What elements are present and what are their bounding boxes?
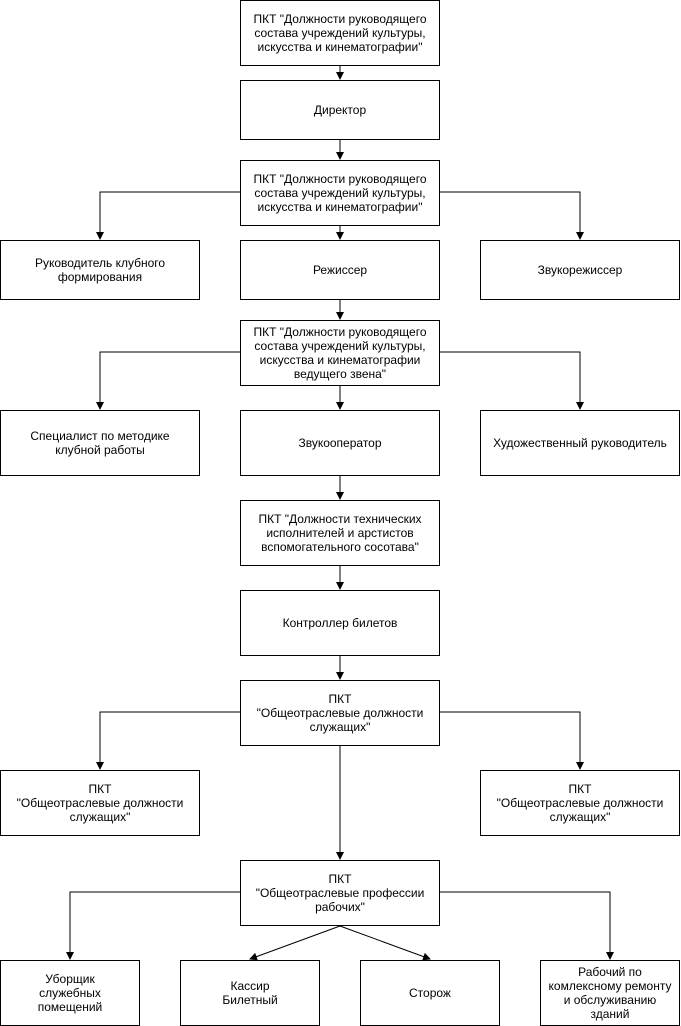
node-art-director: Художественный руководитель	[480, 410, 680, 476]
connector-pkg3-art-director	[440, 351, 584, 410]
node-watchman: Сторож	[360, 960, 500, 1026]
node-pkg-management-staff-2: ПКТ "Должности руководящего состава учре…	[240, 160, 440, 226]
connector-pkg5-left	[96, 711, 240, 770]
connector-pkg5-right	[440, 711, 584, 770]
node-sound-operator: Звукооператор	[240, 410, 440, 476]
node-pkg-general-employees-right: ПКТ "Общеотраслевые должности служащих"	[480, 770, 680, 836]
node-pkg-general-employees-left: ПКТ "Общеотраслевые должности служащих"	[0, 770, 200, 836]
node-methodist: Специалист по методике клубной работы	[0, 410, 200, 476]
connector-pkg6-cleaner	[66, 891, 240, 960]
connector-pkg3-methodist	[96, 351, 240, 410]
node-pkg-general-workers: ПКТ "Общеотраслевые профессии рабочих"	[240, 860, 440, 926]
connector-pkg6-repair-worker	[440, 891, 614, 960]
connector-pkg6-watchman	[339, 925, 431, 961]
connector-pkg2-sound-director	[440, 191, 584, 240]
connector-pkg6-cashier	[249, 925, 341, 961]
node-repair-worker: Рабочий по комлексному ремонту и обслужи…	[540, 960, 680, 1026]
node-ticket-controller: Контроллер билетов	[240, 590, 440, 656]
node-pkg-lead-tier: ПКТ "Должности руководящего состава учре…	[240, 320, 440, 386]
node-cashier: Кассир Билетный	[180, 960, 320, 1026]
node-pkg-general-employees: ПКТ "Общеотраслевые должности служащих"	[240, 680, 440, 746]
node-stage-director: Режиссер	[240, 240, 440, 300]
node-club-leader: Руководитель клубного формирования	[0, 240, 200, 300]
node-cleaner: Уборщик служебных помещений	[0, 960, 140, 1026]
node-pkg-technical-staff: ПКТ "Должности технических исполнителей …	[240, 500, 440, 566]
connector-pkg2-club-leader	[96, 191, 240, 240]
node-sound-director: Звукорежиссер	[480, 240, 680, 300]
node-pkg-management-staff: ПКТ "Должности руководящего состава учре…	[240, 0, 440, 66]
node-director: Директор	[240, 80, 440, 140]
